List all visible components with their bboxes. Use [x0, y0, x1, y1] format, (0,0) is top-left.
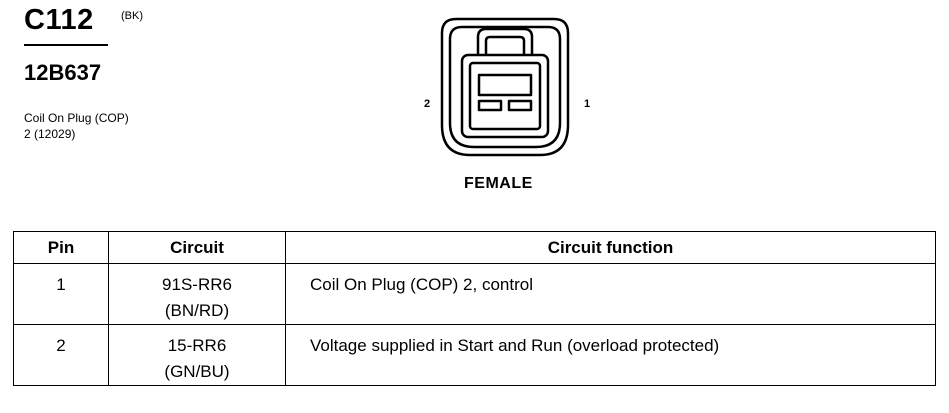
wire-color: (BN/RD) [164, 301, 230, 320]
connector-cavity-outer [460, 53, 550, 139]
description-line-1: Coil On Plug (COP) [24, 111, 129, 125]
connector-gender: FEMALE [464, 175, 533, 192]
connector-id-underline [24, 44, 108, 46]
header-circuit: Circuit [108, 231, 286, 264]
connector-color-code: (BK) [121, 10, 143, 22]
terminal-pin-2 [477, 99, 503, 112]
description-line-2: 2 (12029) [24, 127, 76, 141]
circuit-code: 91S-RR6 [162, 275, 232, 294]
header-pin: Pin [13, 231, 109, 264]
part-number: 12B637 [24, 60, 102, 85]
connector-face-icon [440, 17, 570, 157]
cell-circuit: 91S-RR6 (BN/RD) [108, 263, 286, 325]
pin-1-label: 1 [584, 98, 591, 110]
pinout-table: Pin Circuit Circuit function 1 91S-RR6 (… [13, 231, 936, 386]
wire-color: (GN/BU) [164, 362, 230, 381]
table-row: 2 15-RR6 (GN/BU) Voltage supplied in Sta… [13, 324, 936, 386]
table-header-row: Pin Circuit Circuit function [13, 231, 936, 264]
terminal-pin-1 [507, 99, 533, 112]
cell-pin: 1 [13, 263, 109, 325]
connector-inner-shell [448, 25, 562, 149]
cell-pin: 2 [13, 324, 109, 386]
connector-cavity-inner [468, 61, 542, 131]
cell-function: Coil On Plug (COP) 2, control [285, 263, 936, 325]
connector-latch-inner [484, 35, 526, 55]
header-circuit-function: Circuit function [285, 231, 936, 264]
cell-function: Voltage supplied in Start and Run (overl… [285, 324, 936, 386]
table-row: 1 91S-RR6 (BN/RD) Coil On Plug (COP) 2, … [13, 263, 936, 325]
connector-outer-shell [440, 17, 570, 157]
circuit-code: 15-RR6 [167, 336, 227, 355]
cell-circuit: 15-RR6 (GN/BU) [108, 324, 286, 386]
connector-id: C112 [24, 4, 94, 36]
pin-2-label: 2 [424, 98, 431, 110]
connector-description: Coil On Plug (COP) 2 (12029) [24, 110, 129, 142]
terminal-block [477, 73, 533, 97]
connector-latch [476, 27, 534, 55]
